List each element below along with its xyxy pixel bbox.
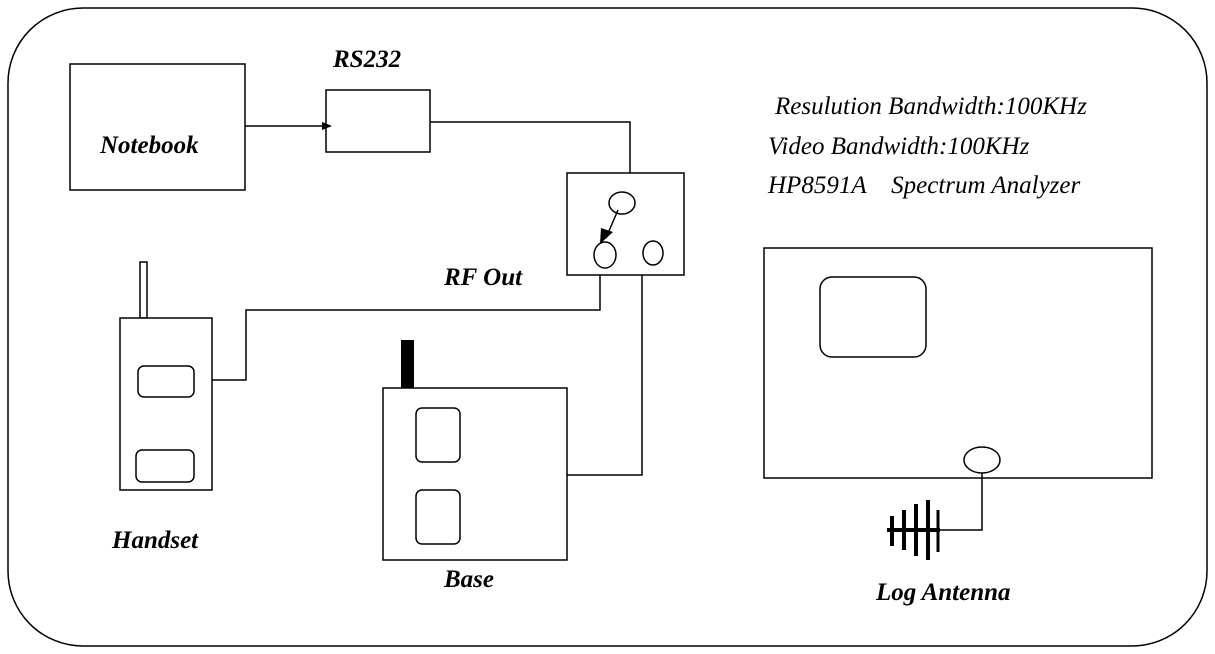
log-antenna-label: Log Antenna bbox=[875, 579, 1011, 606]
handset-screen-bottom bbox=[135, 449, 195, 483]
notebook-label: Notebook bbox=[99, 132, 199, 159]
switch-base-wire bbox=[567, 275, 643, 476]
outer-frame bbox=[7, 7, 1208, 647]
base-body bbox=[382, 387, 568, 561]
handset-screen-top bbox=[137, 365, 195, 398]
analyzer-input-port bbox=[963, 446, 1001, 474]
notebook-box bbox=[69, 63, 246, 191]
video-bandwidth-text: Video Bandwidth:100KHz bbox=[768, 133, 1030, 160]
rs232-switch-wire bbox=[430, 121, 631, 173]
rs232-arrowhead bbox=[322, 122, 332, 130]
switch-port-top bbox=[608, 191, 636, 215]
rf-out-label: RF Out bbox=[443, 264, 523, 291]
handset-label: Handset bbox=[111, 527, 199, 554]
rf-switch-box bbox=[566, 172, 685, 276]
resolution-bandwidth-text: Resulution Bandwidth:100KHz bbox=[774, 93, 1087, 120]
log-antenna-icon bbox=[887, 500, 940, 560]
base-label: Base bbox=[443, 566, 494, 593]
switch-port-left bbox=[593, 241, 617, 269]
base-antenna bbox=[401, 340, 414, 388]
switch-handset-wire bbox=[212, 275, 601, 381]
base-button-bottom bbox=[415, 489, 461, 545]
analyzer-model-text: HP8591A Spectrum Analyzer bbox=[767, 172, 1081, 199]
antenna-cable bbox=[938, 473, 983, 531]
rs232-box bbox=[325, 89, 431, 153]
switch-arrowhead bbox=[600, 228, 613, 244]
switch-port-right bbox=[642, 240, 664, 266]
rs232-label: RS232 bbox=[332, 46, 401, 73]
handset-antenna bbox=[139, 261, 148, 319]
base-button-top bbox=[415, 407, 461, 463]
analyzer-screen bbox=[819, 276, 927, 358]
